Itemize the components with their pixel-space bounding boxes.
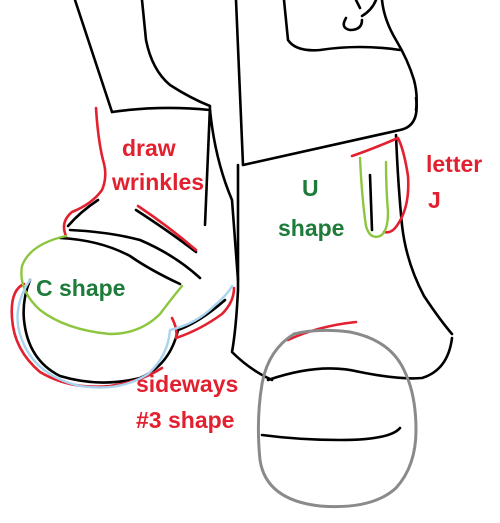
red-guides (10, 106, 410, 388)
c-shape-label: C shape (36, 275, 125, 301)
draw-wrinkles-label-line1: draw (122, 135, 176, 161)
left-shoe-sole-guide (16, 278, 234, 389)
wrinkle-guide-upper (62, 106, 107, 238)
left-body-side (140, 0, 212, 227)
jacket-left-edge (234, 0, 245, 167)
right-leg-hem (266, 336, 454, 382)
right-shoe-inner-line (260, 426, 402, 442)
green-guides (20, 156, 390, 336)
sideways-label-line1: sideways (136, 371, 238, 397)
u-shape-guide (358, 156, 390, 239)
left-shoe-top (58, 236, 182, 286)
u-shape-label-line1: U (302, 175, 319, 201)
left-shoe-front (22, 278, 180, 384)
left-shoe-heel-line (176, 298, 227, 332)
jacket-lapel-line (360, 0, 378, 18)
u-shape-label-line2: shape (278, 215, 344, 241)
jacket-button-detail (342, 16, 364, 32)
jacket-pocket-fold (282, 0, 402, 52)
wrinkle-guide-lower (136, 204, 198, 252)
c-shape-guide (20, 234, 184, 336)
right-leg-crease (368, 173, 374, 232)
left-sleeve-hem (110, 106, 212, 114)
letter-j-guide (350, 136, 410, 234)
shoe-toe-top-guide (286, 320, 358, 342)
left-leg-inner-outline (208, 108, 240, 282)
left-leg-wrinkle (134, 208, 198, 254)
labels: draw wrinkles C shape U shape letter J s… (36, 135, 482, 433)
right-leg-left-outline (230, 163, 274, 382)
letter-j-label-line1: letter (426, 151, 482, 177)
jacket-small-mark (354, 0, 362, 10)
left-sleeve-outline (73, 0, 114, 114)
right-shoe-guide (256, 328, 418, 509)
letter-j-label-line2: J (428, 187, 441, 213)
right-leg-right-outline (394, 133, 454, 336)
sideways-label-line2: #3 shape (136, 407, 234, 433)
left-leg-back-outline (66, 198, 100, 228)
left-cuff-line (68, 228, 202, 280)
jacket-right-side (380, 0, 418, 112)
character-outline (22, 0, 454, 442)
jacket-hem (241, 96, 418, 167)
draw-wrinkles-label-line2: wrinkles (111, 169, 204, 195)
